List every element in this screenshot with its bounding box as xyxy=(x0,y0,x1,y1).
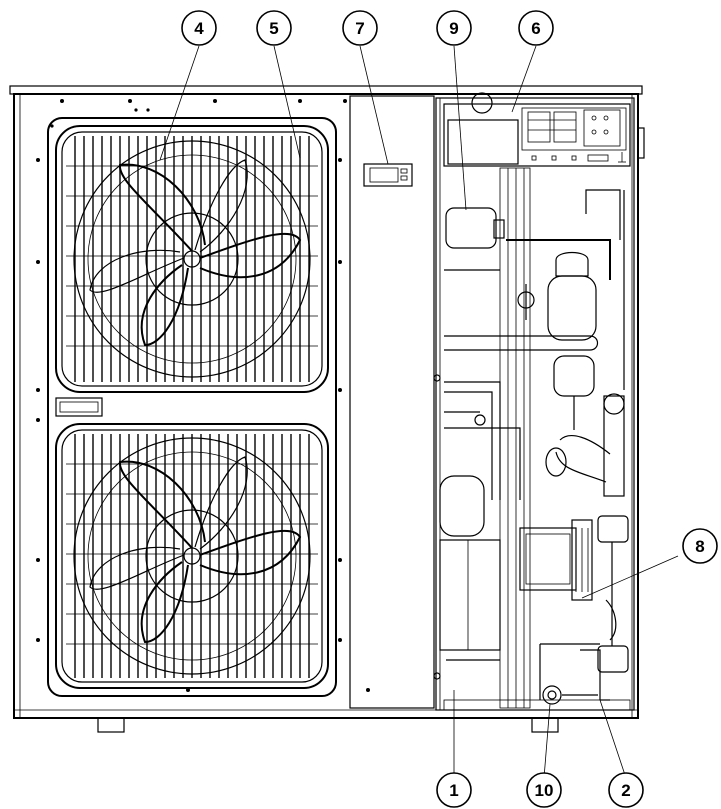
leader-lines xyxy=(159,45,679,779)
upper-fan-grille xyxy=(55,125,329,393)
svg-text:4: 4 xyxy=(194,19,204,38)
svg-text:9: 9 xyxy=(449,19,458,38)
refrigerant-piping xyxy=(439,167,631,711)
callout-9: 9 xyxy=(436,10,472,46)
expansion-vessel xyxy=(444,207,505,271)
frame-screws xyxy=(36,99,370,692)
svg-text:10: 10 xyxy=(535,781,554,800)
svg-text:8: 8 xyxy=(695,537,704,556)
callout-10: 10 xyxy=(526,772,562,808)
callout-5: 5 xyxy=(256,10,292,46)
svg-text:2: 2 xyxy=(621,781,630,800)
callout-4: 4 xyxy=(181,10,217,46)
callout-7: 7 xyxy=(342,10,378,46)
svg-text:6: 6 xyxy=(531,19,540,38)
callout-8: 8 xyxy=(682,528,718,564)
fan-panel xyxy=(47,95,435,709)
callout-1: 1 xyxy=(436,772,472,808)
unit-cabinet xyxy=(9,85,645,733)
svg-text:1: 1 xyxy=(449,781,458,800)
svg-text:5: 5 xyxy=(269,19,278,38)
svg-text:7: 7 xyxy=(355,19,364,38)
lower-fan-grille xyxy=(55,423,329,689)
callout-6: 6 xyxy=(518,10,554,46)
callout-2: 2 xyxy=(608,772,644,808)
control-display xyxy=(363,163,413,187)
